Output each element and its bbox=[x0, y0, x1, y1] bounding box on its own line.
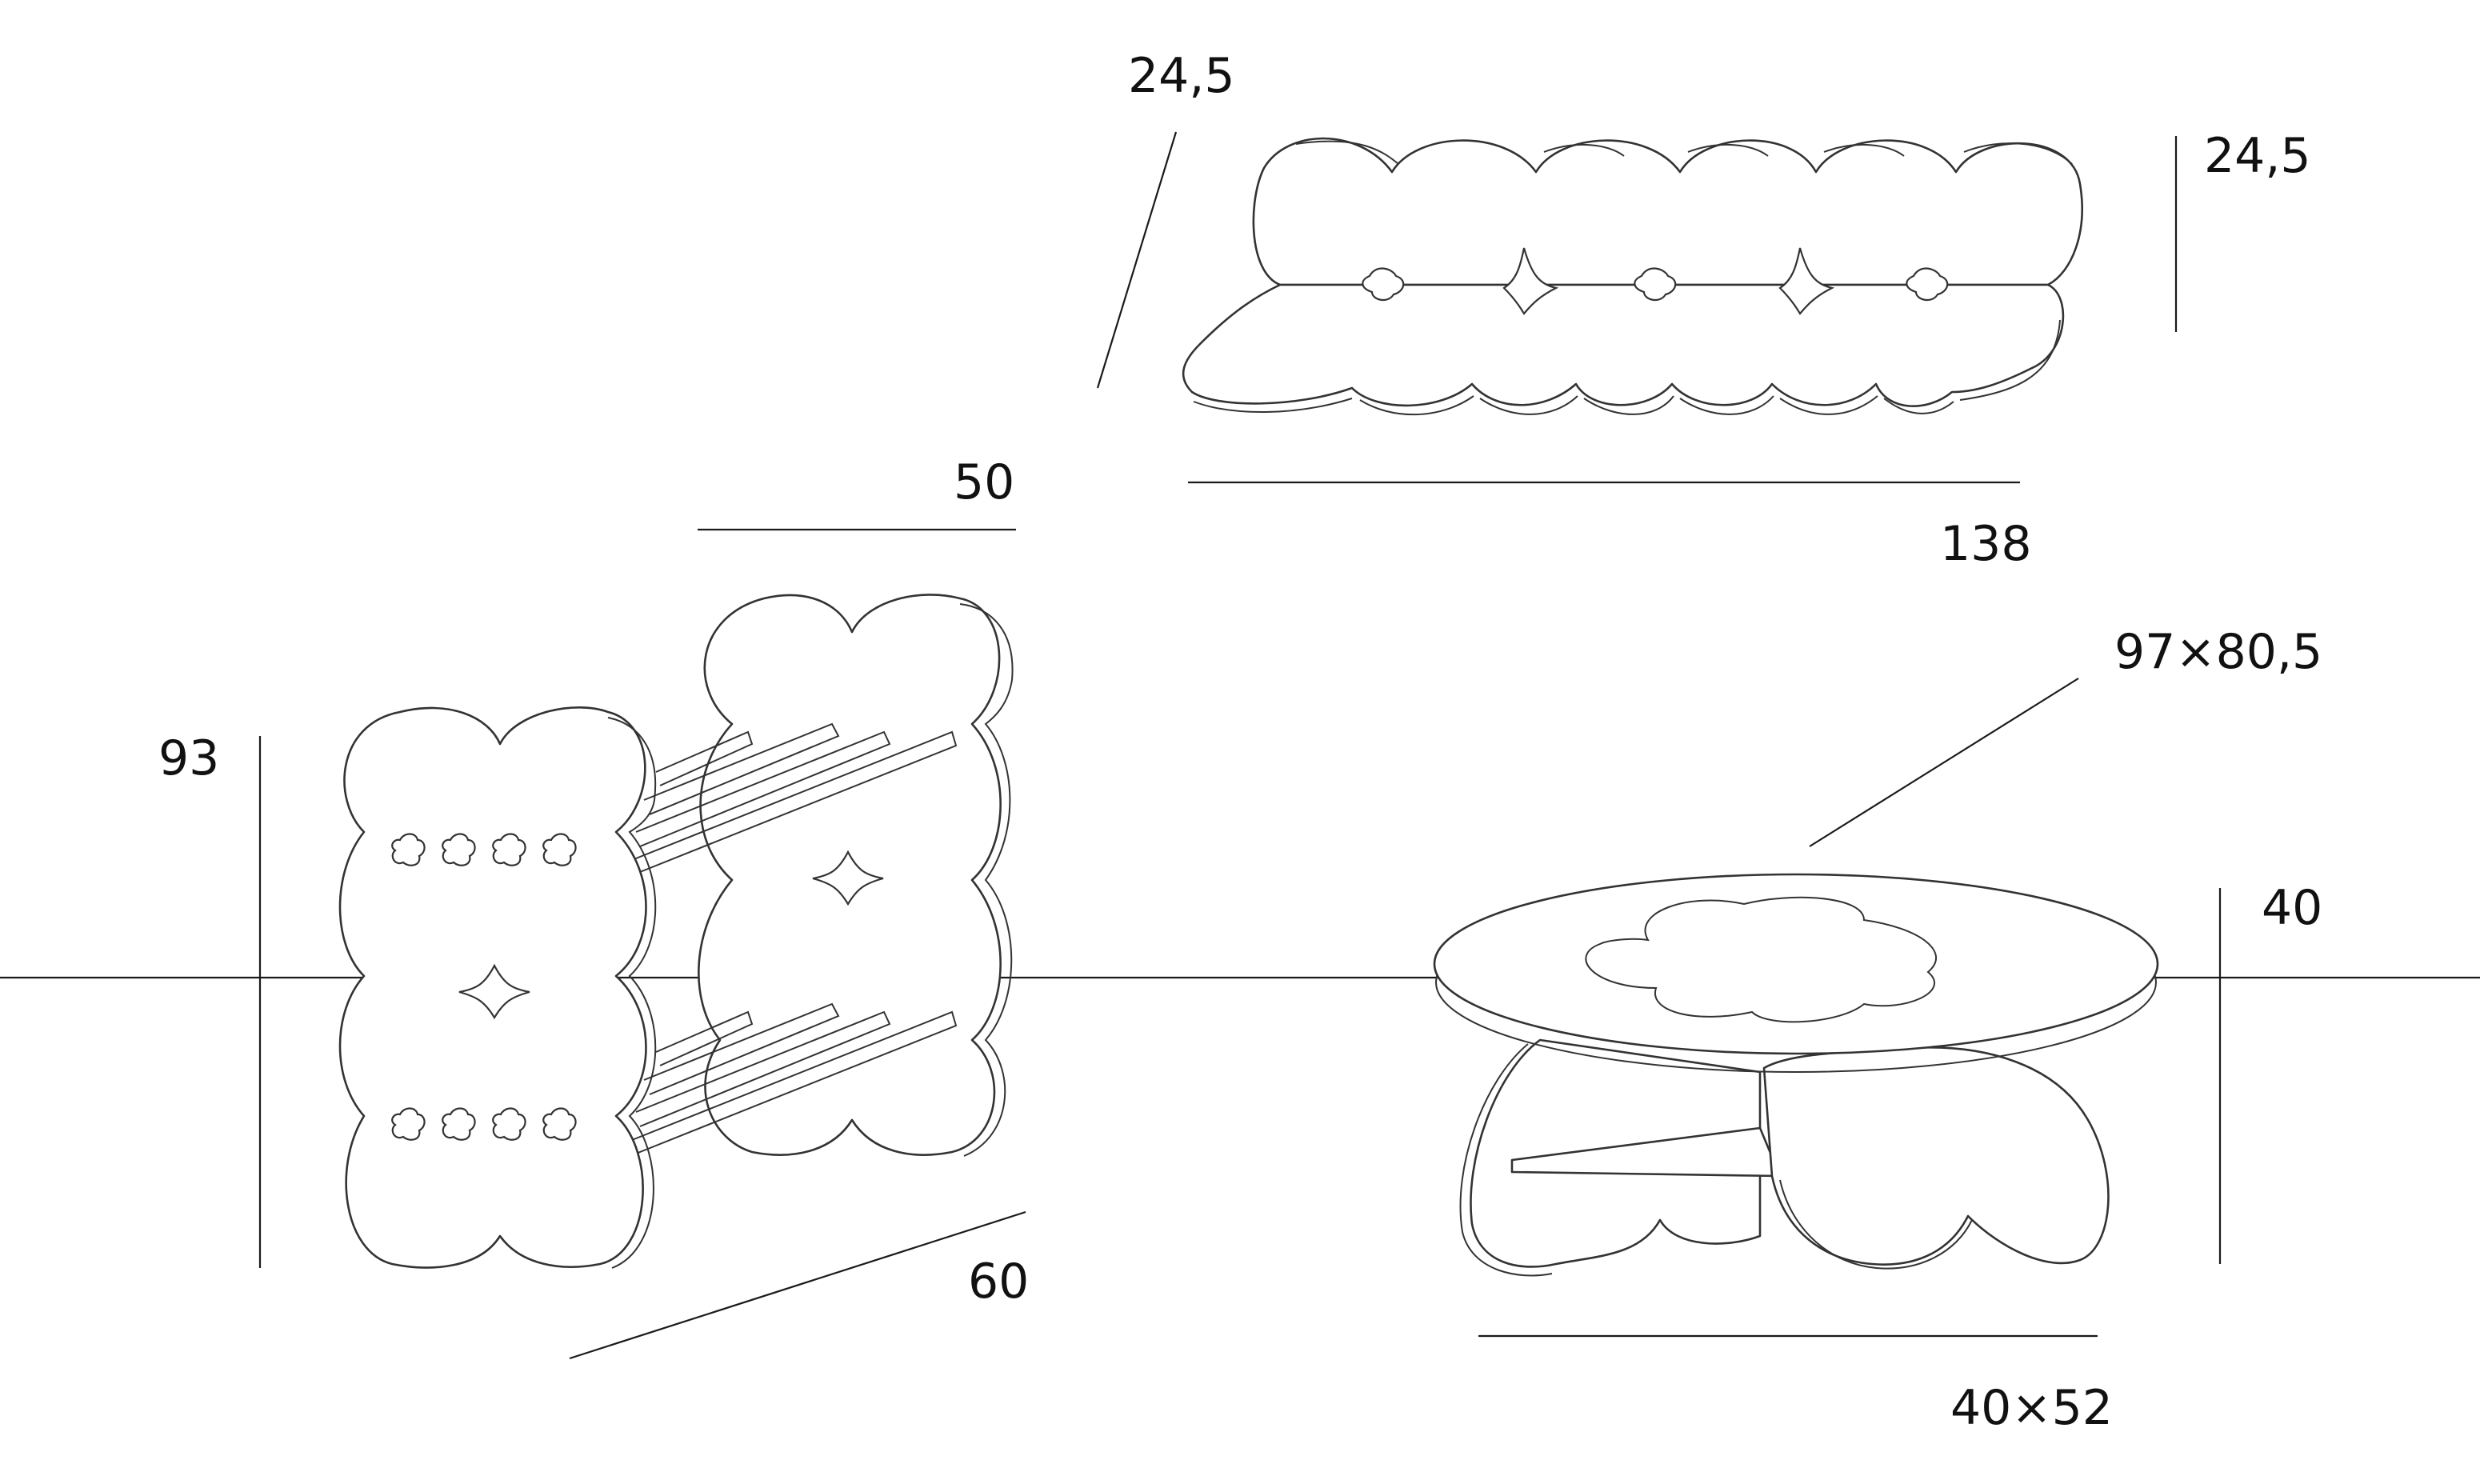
table-leg-right bbox=[1762, 1046, 2110, 1266]
table-top-label: 97×80,5 bbox=[2114, 624, 2322, 680]
table-top bbox=[1433, 873, 2159, 1055]
shelf-depth-label: 50 bbox=[954, 454, 1014, 510]
shelf-notch bbox=[458, 963, 530, 1020]
shelf-height-label: 93 bbox=[158, 730, 219, 786]
bench-length-label: 138 bbox=[1940, 516, 2032, 572]
bench-depth-label: 24,5 bbox=[1128, 48, 1235, 104]
table-base-label: 40×52 bbox=[1950, 1380, 2113, 1436]
shelf-width-dim-line bbox=[569, 1210, 1026, 1360]
shelf-rail bbox=[631, 1002, 958, 1154]
table-top-inlay bbox=[1585, 896, 1938, 1023]
bench-height-label: 24,5 bbox=[2204, 128, 2311, 184]
shelf-holes-top bbox=[391, 833, 577, 866]
table-leg-left-edge bbox=[1459, 1043, 1553, 1277]
shelf-front-panel-edge bbox=[607, 717, 657, 1269]
table-top-dim-line bbox=[1809, 678, 2079, 847]
table-height-label: 40 bbox=[2262, 880, 2322, 936]
bench-joint bbox=[1362, 267, 1405, 302]
bench-seat bbox=[1182, 283, 2065, 407]
bench-notch bbox=[1778, 247, 1835, 315]
bench-notch bbox=[1502, 247, 1559, 315]
bench-depth-dim-line bbox=[1096, 131, 1178, 389]
bench-seat-edge bbox=[1193, 319, 2061, 416]
bench-backrest-edge bbox=[1295, 140, 2073, 165]
shelf-rear-panel-edge bbox=[959, 603, 1014, 1157]
table-drawing bbox=[1433, 873, 2159, 1277]
bench-drawing bbox=[1182, 137, 2083, 416]
shelf-notch bbox=[812, 850, 884, 906]
bench-backrest bbox=[1252, 137, 2083, 286]
shelf-rail bbox=[631, 722, 958, 874]
table-leg-right-edge bbox=[1779, 1179, 1973, 1270]
shelf-drawing bbox=[338, 594, 1014, 1269]
shelf-holes-bottom bbox=[391, 1107, 577, 1141]
bench-joint bbox=[1906, 267, 1949, 302]
shelf-width-label: 60 bbox=[968, 1254, 1029, 1310]
bench-joint bbox=[1634, 267, 1677, 302]
